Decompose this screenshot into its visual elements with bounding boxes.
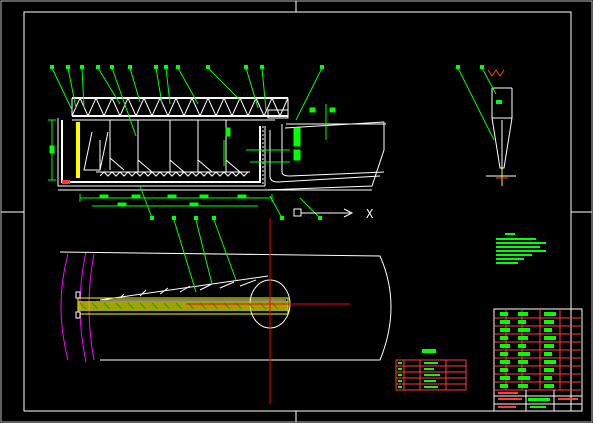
- truss-bridge: [71, 96, 289, 121]
- elevation-callout-dots: [50, 65, 324, 220]
- axis-label: X: [366, 207, 374, 221]
- title-block: [493, 308, 583, 412]
- plan-view: [59, 216, 392, 404]
- bridge-hatch: [77, 297, 289, 315]
- scraper-arms: [96, 120, 250, 177]
- detail-view: [456, 65, 516, 186]
- technical-notes: [496, 233, 546, 264]
- tank-structure: [57, 118, 386, 191]
- plan-centerlines: [186, 218, 350, 404]
- axis-indicator: [293, 208, 354, 218]
- parts-table: [395, 349, 467, 391]
- elevation-callouts: [51, 67, 323, 219]
- elevation-dimensions: [48, 104, 336, 207]
- elevation-view: X: [48, 65, 386, 221]
- inlet-hatch: [62, 122, 80, 184]
